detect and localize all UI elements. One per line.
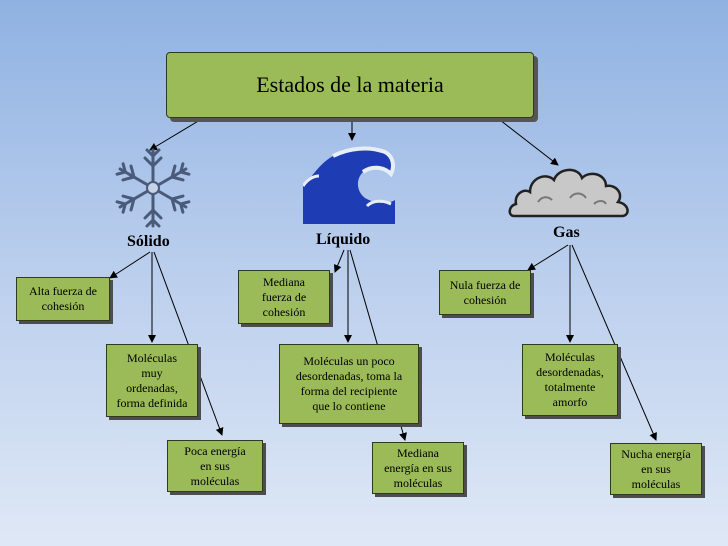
node-solido-moleculas: Moléculas muy ordenadas, forma definida [106, 344, 198, 417]
node-solido-cohesion: Alta fuerza de cohesión [16, 277, 110, 321]
connector-liquido-1 [333, 249, 345, 273]
node-text: Mediana fuerza de cohesión [261, 274, 307, 319]
node-gas-moleculas: Moléculas desordenadas, totalmente amorf… [522, 344, 618, 416]
node-liquido-energia: Mediana energía en sus moléculas [372, 442, 464, 494]
node-text: Nula fuerza de cohesión [449, 277, 521, 307]
node-liquido-moleculas: Moléculas un poco desordenadas, toma la … [279, 344, 419, 424]
node-gas-cohesion: Nula fuerza de cohesión [439, 270, 531, 315]
connector-title-solido [149, 119, 201, 151]
state-label-solido: Sólido [127, 233, 170, 250]
wave-icon [303, 146, 395, 224]
title-node: Estados de la materia [166, 52, 534, 118]
connector-gas-1 [527, 244, 569, 271]
node-gas-energia: Nucha energía en sus moléculas [610, 443, 702, 495]
connector-solido-1 [109, 251, 151, 279]
state-label-gas: Gas [553, 224, 580, 241]
node-text: Moléculas muy ordenadas, forma definida [116, 350, 188, 410]
node-text: Moléculas un poco desordenadas, toma la … [295, 354, 403, 413]
node-solido-energia: Poca energía en sus moléculas [167, 440, 263, 492]
snowflake-icon [114, 148, 192, 228]
node-text: Moléculas desordenadas, totalmente amorf… [536, 350, 604, 409]
connector-title-gas [499, 119, 559, 166]
connector-solido-3 [153, 251, 224, 436]
node-text: Mediana energía en sus moléculas [384, 445, 452, 490]
connector-gas-3 [571, 244, 657, 441]
title-text: Estados de la materia [256, 72, 444, 97]
node-text: Poca energía en sus moléculas [184, 443, 246, 488]
node-text: Nucha energía en sus moléculas [621, 446, 691, 491]
state-label-liquido: Líquido [316, 231, 371, 248]
node-liquido-cohesion: Mediana fuerza de cohesión [238, 270, 330, 324]
node-text: Alta fuerza de cohesión [29, 284, 97, 313]
cloud-icon [508, 168, 629, 218]
